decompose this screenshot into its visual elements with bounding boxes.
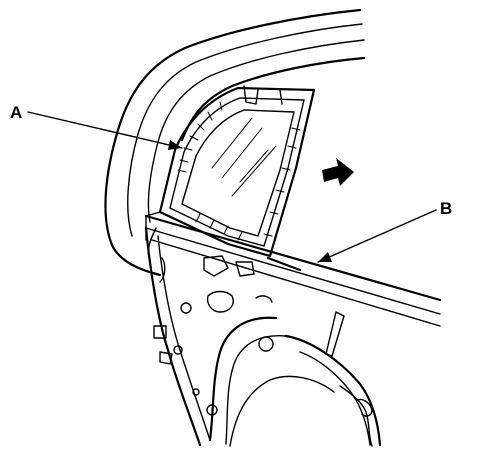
door-frame xyxy=(104,8,366,277)
callout-a: A xyxy=(10,103,183,150)
door-sash xyxy=(144,211,442,327)
callout-label-a: A xyxy=(10,103,22,122)
leader-line-b xyxy=(317,209,437,263)
direction-arrow-icon xyxy=(322,158,354,186)
door-inner-panel xyxy=(144,226,382,447)
callout-label-b: B xyxy=(440,199,452,218)
leader-line-a xyxy=(27,111,183,149)
callout-b: B xyxy=(317,199,452,263)
quarter-glass xyxy=(158,85,316,258)
weatherstrip-ticks xyxy=(177,101,301,241)
